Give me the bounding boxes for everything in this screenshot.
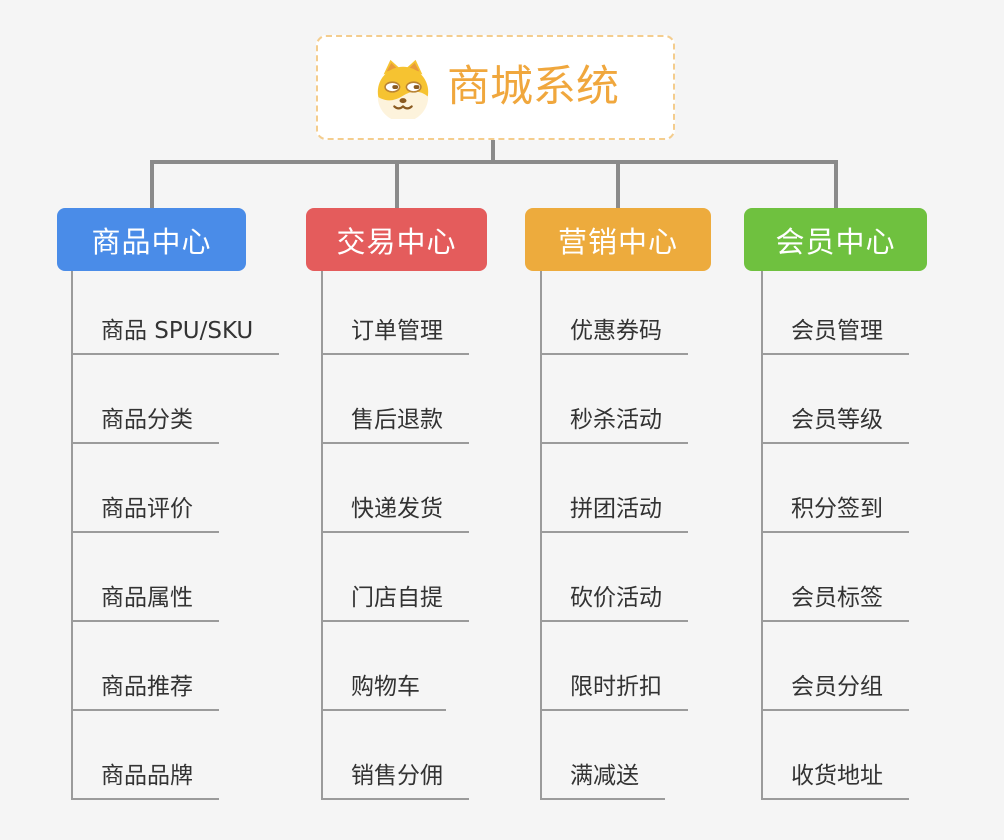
branch-spine-connector: [321, 271, 323, 800]
sub-item[interactable]: 满减送: [540, 761, 665, 800]
sub-item[interactable]: 商品推荐: [71, 672, 219, 711]
sub-item[interactable]: 销售分佣: [321, 761, 469, 800]
branch-drop-connector: [149, 160, 154, 208]
sub-item[interactable]: 商品品牌: [71, 761, 219, 800]
branch-drop-connector: [616, 160, 620, 208]
branch-node[interactable]: 商品中心: [57, 208, 246, 271]
root-title: 商城系统: [447, 62, 619, 112]
root-stem-connector: [491, 140, 495, 164]
sub-item[interactable]: 优惠券码: [540, 316, 688, 355]
sub-item[interactable]: 限时折扣: [540, 672, 688, 711]
branch-horizontal-connector: [150, 160, 838, 164]
root-node[interactable]: 商城系统: [316, 35, 675, 140]
sub-item[interactable]: 会员分组: [761, 672, 909, 711]
sub-item[interactable]: 商品评价: [71, 494, 219, 533]
sub-item[interactable]: 购物车: [321, 672, 446, 711]
sub-item[interactable]: 商品分类: [71, 405, 219, 444]
dog-face-icon: [377, 59, 429, 119]
sub-item[interactable]: 快递发货: [321, 494, 469, 533]
sub-item[interactable]: 收货地址: [761, 761, 909, 800]
branch-node[interactable]: 营销中心: [525, 208, 711, 271]
sub-item[interactable]: 会员标签: [761, 583, 909, 622]
branch-node[interactable]: 交易中心: [306, 208, 487, 271]
sub-item[interactable]: 门店自提: [321, 583, 469, 622]
branch-drop-connector: [394, 160, 399, 208]
sub-item[interactable]: 商品 SPU/SKU: [71, 316, 280, 355]
branch-spine-connector: [761, 271, 763, 800]
branch-drop-connector: [833, 160, 838, 208]
sub-item[interactable]: 拼团活动: [540, 494, 688, 533]
branch-node[interactable]: 会员中心: [744, 208, 927, 271]
sub-item[interactable]: 商品属性: [71, 583, 219, 622]
sub-item[interactable]: 会员等级: [761, 405, 909, 444]
sub-item[interactable]: 秒杀活动: [540, 405, 688, 444]
sub-item[interactable]: 订单管理: [321, 316, 469, 355]
sub-item[interactable]: 积分签到: [761, 494, 909, 533]
branch-spine-connector: [540, 271, 542, 800]
sub-item[interactable]: 售后退款: [321, 405, 469, 444]
sub-item[interactable]: 砍价活动: [540, 583, 688, 622]
sub-item[interactable]: 会员管理: [761, 316, 909, 355]
branch-spine-connector: [71, 271, 73, 800]
